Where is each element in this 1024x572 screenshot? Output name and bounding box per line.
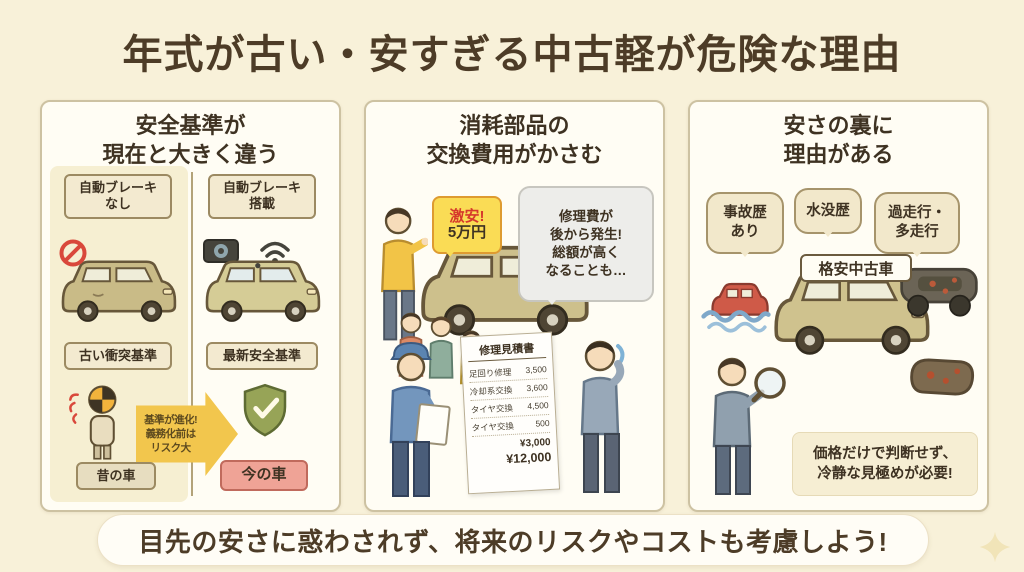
auto-brake-label: 自動ブレーキ 搭載 [208,174,316,219]
invoice-item-price: 3,500 [525,363,547,375]
crash-dummy-icon [69,385,117,460]
no-auto-brake-label: 自動ブレーキ なし [64,174,172,219]
old-car-illustration [61,260,177,322]
invoice-item-price: 500 [535,417,550,429]
invoice-row: タイヤ交換 500 [471,414,551,438]
accident-history-bubble: 事故歴 あり [706,192,784,254]
column-divider [191,172,193,496]
old-car-caption: 昔の車 [76,462,156,491]
flooded-car-illustration [701,282,771,333]
invoice-item-price: 3,600 [526,381,548,393]
invoice-item-name: タイヤ交換 [470,402,514,415]
repair-invoice: 修理見積書 足回り修理 3,500 冷却系交換 3,600 タイヤ交換 4,50… [459,331,561,495]
sparkle-icon [979,531,1011,563]
invoice-title: 修理見積書 [467,339,547,363]
repair-warning-bubble: 修理費が 後から発生! 総額が高く なることも… [518,186,654,305]
panel1-title: 安全基準が 現在と大きく違う [102,113,279,167]
repair-warning-text: 修理費が 後から発生! 総額が高く なることも… [545,208,627,279]
inspector-illustration [712,357,786,495]
price-label: 5万円 [447,224,487,241]
footer-text: 目先の安さに惑わされず、将来のリスクやコストも考慮しよう! [138,526,888,557]
shield-check-icon [243,383,287,437]
cheap-used-car-tag: 格安中古車 [800,254,912,282]
new-car-caption: 今の車 [220,460,308,491]
seller-illustration [381,207,428,341]
rusty-part-illustration [910,358,975,396]
panel-hidden-reasons: 安さの裏に 理由がある 事故歴 あり 水没歴 過走行・ 多走行 格安中古車 [688,100,989,512]
panel-repair-costs: 消耗部品の 交換費用がかさむ 激安! 5万円 修理費が 後から発生! 総額が [364,100,665,512]
invoice-total: ¥12,000 [505,449,552,467]
inspection-note: 価格だけで判断せず、 冷静な見極めが必要! [792,432,978,496]
high-mileage-bubble: 過走行・ 多走行 [874,192,960,254]
panel2-title: 消耗部品の 交換費用がかさむ [426,113,603,167]
panel3-title: 安さの裏に 理由がある [783,113,894,167]
invoice-item-name: 冷却系交換 [469,384,513,397]
new-standard-label: 最新安全基準 [206,342,318,371]
invoice-item-name: 足回り修理 [468,366,512,379]
cheap-label: 激安! [449,207,485,225]
old-standard-label: 古い衝突基準 [64,342,172,371]
invoice-item-name: タイヤ交換 [471,420,515,433]
undercarriage-illustration [900,267,978,317]
prohibition-icon [59,239,87,267]
flood-history-bubble: 水没歴 [794,188,862,234]
panel-safety-standards: 安全基準が 現在と大きく違う 自動ブレーキ なし 古い衝突基準 [40,100,341,512]
cheap-used-car-illustration [774,271,930,355]
evolution-arrow-text: 基準が進化! 義務化前は リスク大 [144,413,198,455]
new-car-illustration [205,260,321,322]
worried-owner-illustration [580,340,625,493]
footer-banner: 目先の安さに惑わされず、将来のリスクやコストも考慮しよう! [97,514,929,566]
page-title: 年式が古い・安すぎる中古軽が危険な理由 [122,33,902,77]
cheap-price-bubble: 激安! 5万円 [432,196,502,257]
mechanic-illustration [389,341,451,497]
invoice-item-price: 4,500 [527,399,549,411]
